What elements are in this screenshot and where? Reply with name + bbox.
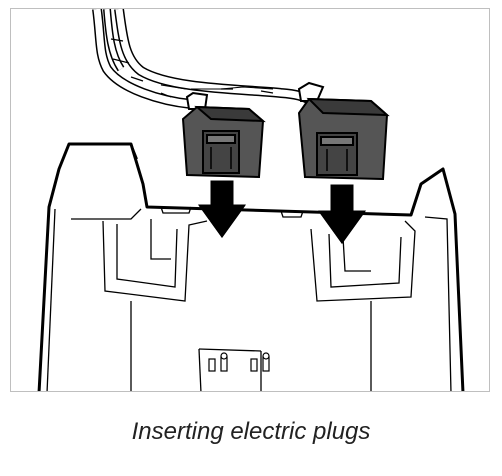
figure-frame	[10, 8, 490, 392]
housing-inner-lines	[46, 206, 452, 391]
wire-harness-icon	[92, 9, 315, 109]
arrow-shadow-lines	[198, 204, 366, 245]
left-plug-icon	[181, 91, 266, 179]
illustration	[37, 9, 465, 391]
housing-icon	[37, 142, 465, 391]
right-plug-icon	[297, 81, 390, 181]
pins	[208, 352, 270, 372]
figure-caption: Inserting electric plugs	[131, 418, 371, 445]
